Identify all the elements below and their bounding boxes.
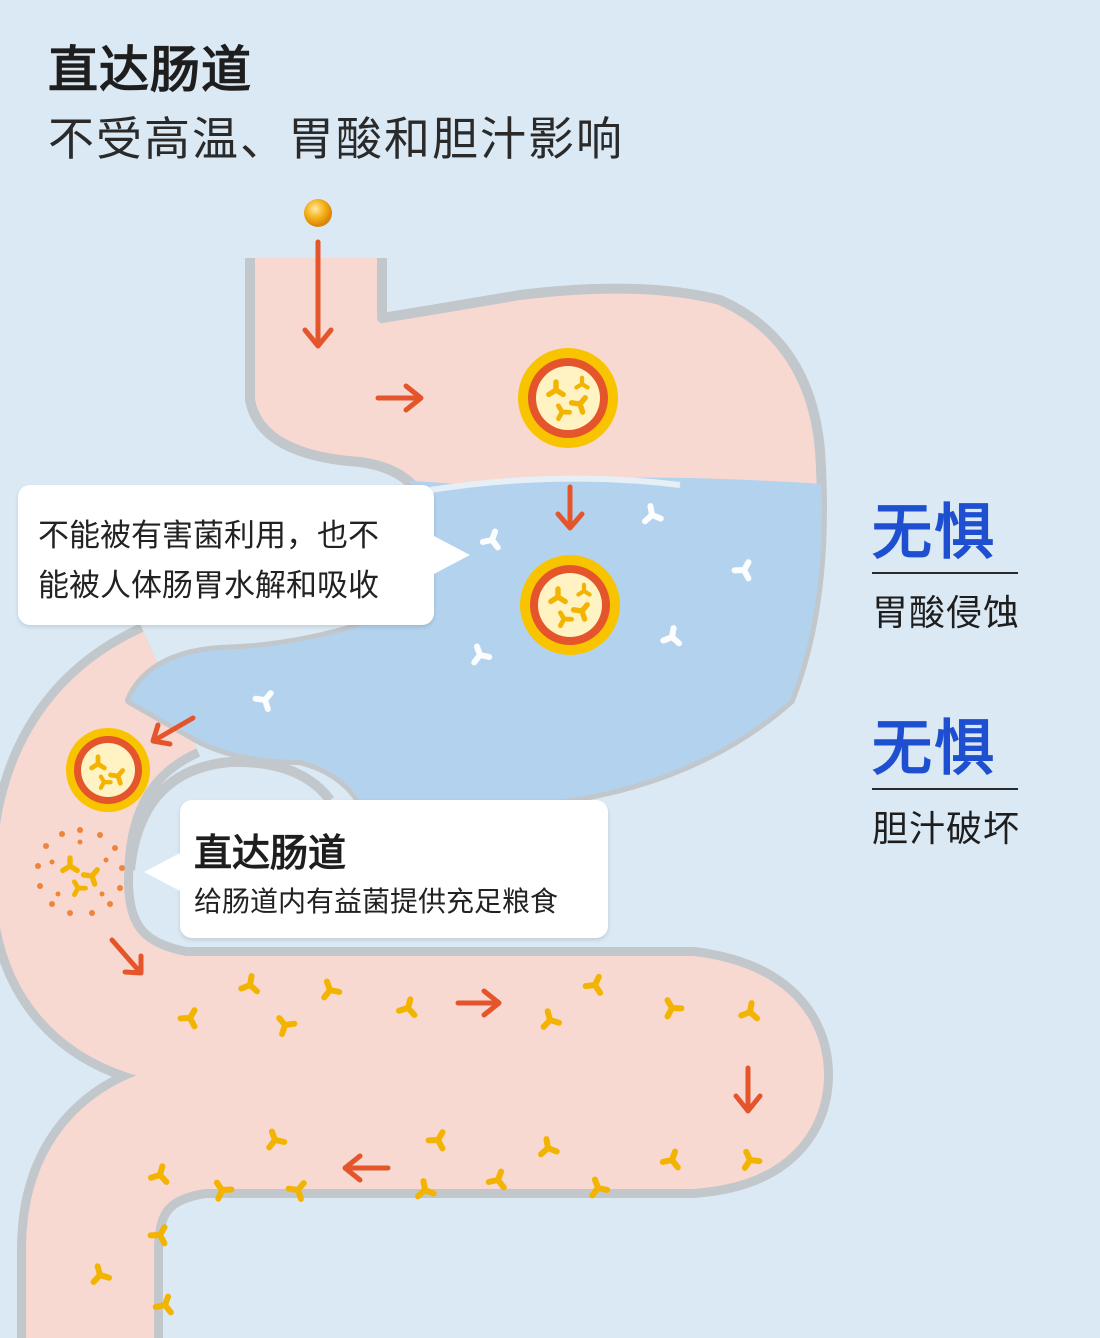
intestine-lumen xyxy=(0,631,824,1338)
page-subtitle: 不受高温、胃酸和胆汁影响 xyxy=(48,112,624,166)
feature-bile: 无惧 胆汁破坏 xyxy=(872,716,1022,852)
flow-arrow-icon xyxy=(342,1153,391,1183)
prebiotic-capsule-icon xyxy=(518,348,618,448)
feature-acid-heading: 无惧 xyxy=(872,498,996,568)
feature-divider xyxy=(872,572,1018,574)
intestine-callout-text: 给肠道内有益菌提供充足粮食 xyxy=(194,885,559,918)
feature-bile-heading: 无惧 xyxy=(872,714,996,784)
intestine-inner-bend xyxy=(125,756,334,871)
flow-arrow-icon xyxy=(375,383,424,413)
prebiotic-capsule-icon xyxy=(66,728,150,812)
intestine-callout-title: 直达肠道 xyxy=(194,831,347,875)
flow-arrow-icon xyxy=(555,484,585,531)
feature-bile-label: 胆汁破坏 xyxy=(872,809,1021,850)
flow-arrow-icon xyxy=(109,937,144,976)
intestine-callout: 直达肠道 给肠道内有益菌提供充足粮食 xyxy=(144,800,608,938)
page-title: 直达肠道 xyxy=(48,41,252,99)
flow-arrow-icon xyxy=(150,715,196,747)
stomach-callout-line-1: 不能被有害菌利用，也不 xyxy=(38,518,379,554)
flow-arrow-icon xyxy=(302,239,334,349)
flow-arrow-icon xyxy=(733,1065,763,1114)
stomach-callout: 不能被有害菌利用，也不 能被人体肠胃水解和吸收 xyxy=(18,485,470,625)
flow-arrow-icon xyxy=(455,988,502,1018)
capsule-bead-icon xyxy=(304,199,332,227)
feature-divider xyxy=(872,788,1018,790)
feature-acid: 无惧 胃酸侵蚀 xyxy=(872,500,1022,636)
prebiotic-capsule-icon xyxy=(520,555,620,655)
stomach-callout-line-2: 能被人体肠胃水解和吸收 xyxy=(38,568,379,604)
feature-acid-label: 胃酸侵蚀 xyxy=(872,593,1021,634)
burst-capsule-icon xyxy=(35,827,125,916)
